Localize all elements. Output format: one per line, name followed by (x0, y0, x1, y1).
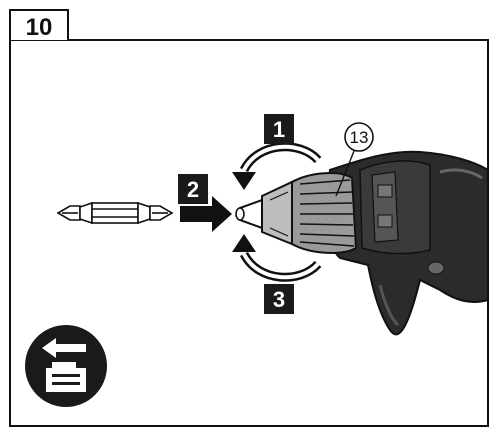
step-badge-1: 1 (264, 114, 294, 144)
reference-callout: 13 (335, 122, 374, 197)
arrow-right-icon (180, 196, 232, 232)
reference-number: 13 (350, 128, 369, 147)
step-number: 2 (187, 177, 199, 202)
rotate-counterclockwise-icon (232, 142, 322, 190)
step-badge-2: 2 (178, 174, 208, 204)
figure-number-tab: 10 (9, 9, 69, 41)
step-number: 1 (273, 117, 285, 142)
figure-number: 10 (26, 14, 53, 41)
step-badge-3: 3 (264, 284, 294, 314)
rotate-clockwise-icon (232, 234, 322, 282)
step-number: 3 (273, 287, 285, 312)
drill-driver-icon (235, 150, 489, 336)
screwdriver-bit-icon (56, 201, 174, 225)
remove-battery-icon (25, 325, 107, 407)
